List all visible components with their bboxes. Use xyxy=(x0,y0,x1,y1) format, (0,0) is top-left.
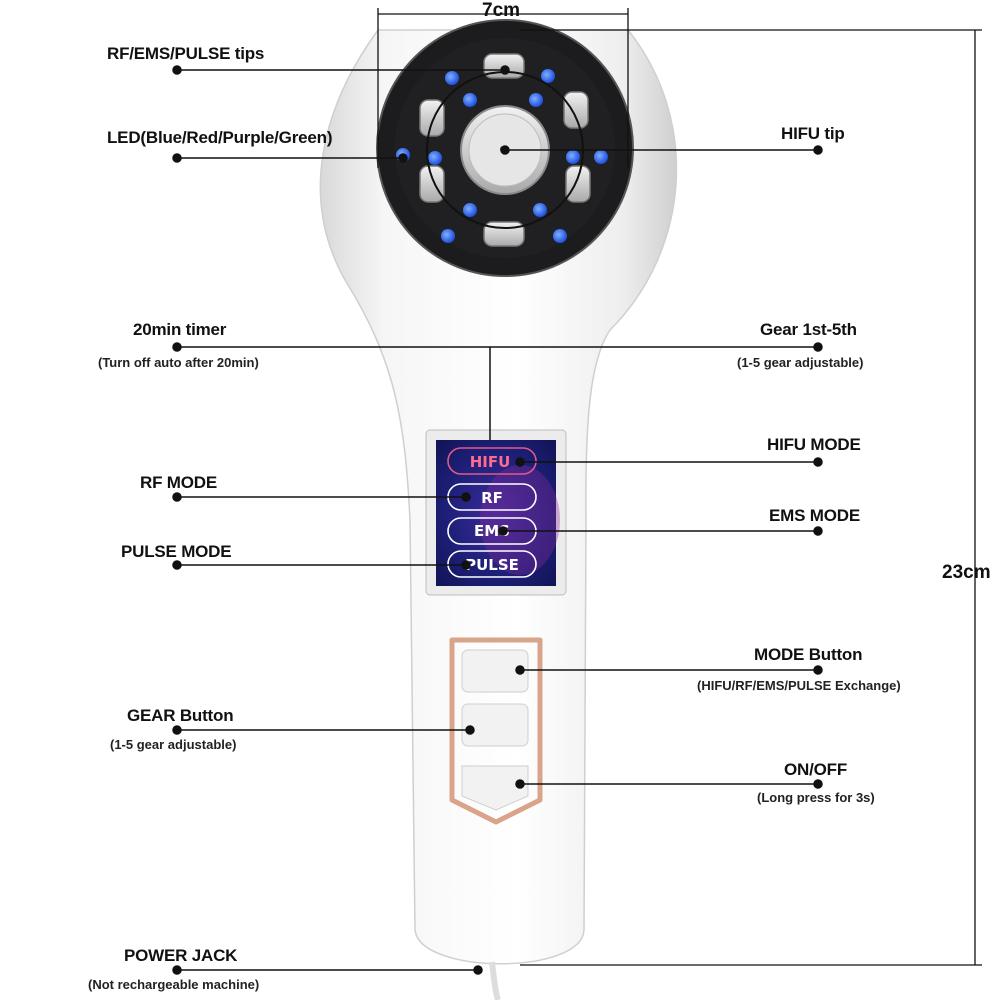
label-hifu-tip: HIFU tip xyxy=(781,124,845,143)
screen-hifu-text: HIFU xyxy=(470,453,511,471)
led-dot xyxy=(566,150,580,164)
screen-pulse-text: PULSE xyxy=(465,556,519,574)
onoff-button-key xyxy=(461,765,529,811)
tip-pad xyxy=(419,165,445,203)
power-cable xyxy=(489,961,501,1000)
label-onoff: ON/OFF xyxy=(784,760,848,779)
label-gear: Gear 1st-5th xyxy=(760,320,857,339)
label-led: LED(Blue/Red/Purple/Green) xyxy=(107,128,333,147)
label-timer: 20min timer xyxy=(133,320,227,339)
dimension-lines xyxy=(377,8,982,966)
led-dot xyxy=(553,229,567,243)
label-mode-button-sub: (HIFU/RF/EMS/PULSE Exchange) xyxy=(697,678,901,693)
led-dot xyxy=(594,150,608,164)
button-panel xyxy=(449,637,543,825)
mode-button-key xyxy=(461,649,529,693)
tip-pad xyxy=(563,91,589,129)
label-rf-mode: RF MODE xyxy=(140,473,217,492)
label-onoff-sub: (Long press for 3s) xyxy=(757,790,875,805)
label-ems-mode: EMS MODE xyxy=(769,506,860,525)
label-power-jack-sub: (Not rechargeable machine) xyxy=(88,977,260,992)
screen-hifu-box xyxy=(447,447,537,475)
height-dimension: 23cm xyxy=(942,562,991,583)
label-tips: RF/EMS/PULSE tips xyxy=(107,44,265,63)
label-gear-button-sub: (1-5 gear adjustable) xyxy=(110,737,237,752)
tip-pad xyxy=(565,165,591,203)
led-dot xyxy=(463,93,477,107)
gear-button-key xyxy=(461,703,529,747)
led-dot xyxy=(445,71,459,85)
label-gear-sub: (1-5 gear adjustable) xyxy=(737,355,864,370)
led-dot xyxy=(533,203,547,217)
label-mode-button: MODE Button xyxy=(754,645,863,664)
label-hifu-mode: HIFU MODE xyxy=(767,435,861,454)
width-dimension: 7cm xyxy=(482,0,521,21)
label-gear-button: GEAR Button xyxy=(127,706,234,725)
label-pulse-mode: PULSE MODE xyxy=(121,542,232,561)
screen-ems-text: EMS xyxy=(474,522,510,540)
screen-rf-text: RF xyxy=(481,489,503,507)
label-power-jack: POWER JACK xyxy=(124,946,238,965)
led-dot xyxy=(441,229,455,243)
screen-pulse-box xyxy=(447,550,537,578)
led-dot xyxy=(428,151,442,165)
led-dot xyxy=(463,203,477,217)
led-dot xyxy=(529,93,543,107)
led-dot xyxy=(541,69,555,83)
label-timer-sub: (Turn off auto after 20min) xyxy=(98,355,259,370)
